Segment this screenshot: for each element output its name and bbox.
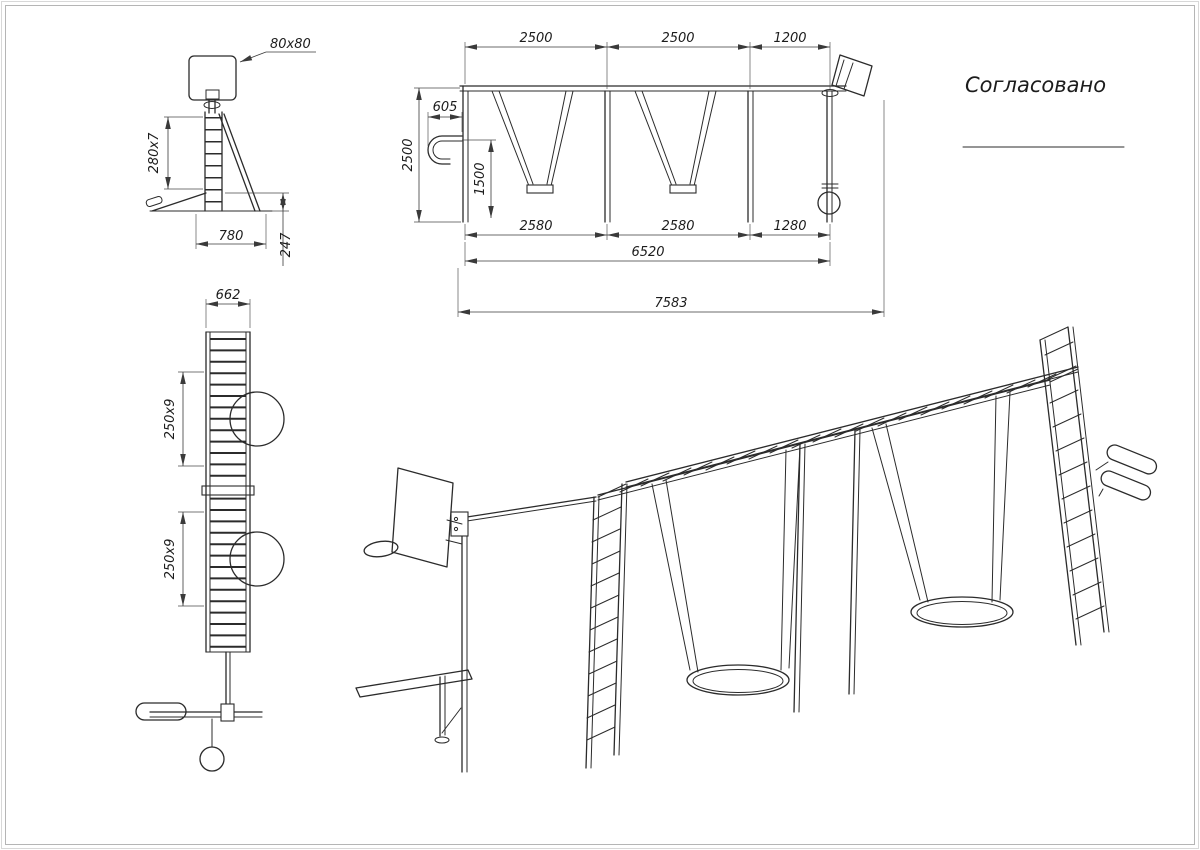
iso-basket-swing-2 (871, 391, 1014, 628)
iso-basket-swing-1 (651, 445, 801, 696)
bar-fitting (220, 703, 235, 722)
hoop-ring (821, 89, 839, 97)
isometric-view (355, 326, 1158, 773)
dim-label-span-3: 1200 (773, 31, 806, 46)
dim-label-ladder-width: 662 (216, 288, 241, 303)
ladder-plan-view: 662 250x9 250x9 (135, 288, 285, 772)
dim-label-seat-height: 1500 (473, 162, 488, 195)
left-wall-bars (585, 483, 628, 769)
front-elevation-view: 2500 2500 1200 2500 605 1500 2580 2580 1… (401, 31, 885, 317)
dim-label-hook: 605 (433, 100, 458, 115)
right-wall-bars (1039, 326, 1110, 646)
hoop-ring (203, 101, 221, 109)
gym-ring-bottom (229, 531, 285, 587)
backboard (188, 55, 237, 101)
dim-label-section-top: 250x9 (163, 399, 178, 440)
basket-swing-1 (491, 90, 574, 194)
trapeze-handle (135, 702, 187, 721)
basketball-unit (817, 54, 873, 215)
hoop-ring (363, 540, 399, 558)
dim-label-inner-length: 6520 (631, 245, 664, 260)
dim-label-span-1: 2500 (519, 31, 552, 46)
backboard (831, 54, 873, 97)
gym-ring-top (229, 391, 285, 447)
dim-label-base-width: 780 (219, 229, 244, 244)
dim-label-span-2: 2500 (661, 31, 694, 46)
dim-label-total-length: 7583 (654, 296, 687, 311)
mid-posts (793, 429, 861, 713)
approval-block: Согласовано (962, 73, 1125, 148)
dim-label-section-bottom: 250x9 (163, 539, 178, 580)
hook-handle (427, 135, 463, 165)
ladder-joint (201, 485, 255, 496)
step-board (151, 192, 207, 212)
dim-label-rung: 280x7 (147, 132, 162, 174)
basketball-post (450, 511, 469, 773)
tether-ball (817, 191, 841, 215)
side-handles (1095, 444, 1158, 501)
dim-label-base-3: 1280 (773, 219, 806, 234)
basket-swing-2 (634, 90, 717, 194)
dim-label-step-height: 247 (279, 232, 294, 258)
iso-backboard (363, 467, 463, 568)
monkey-bar-rungs (597, 368, 1079, 498)
dim-label-base-1: 2580 (519, 219, 552, 234)
dim-label-base-2: 2580 (661, 219, 694, 234)
dim-label-height: 2500 (401, 138, 416, 171)
bench-step (355, 669, 473, 744)
dim-label-post-section: 80x80 (270, 37, 311, 52)
approval-label: Согласовано (965, 73, 1106, 97)
tether-ball (199, 746, 225, 772)
side-elevation-view: 80x80 280x7 780 247 (145, 37, 316, 266)
